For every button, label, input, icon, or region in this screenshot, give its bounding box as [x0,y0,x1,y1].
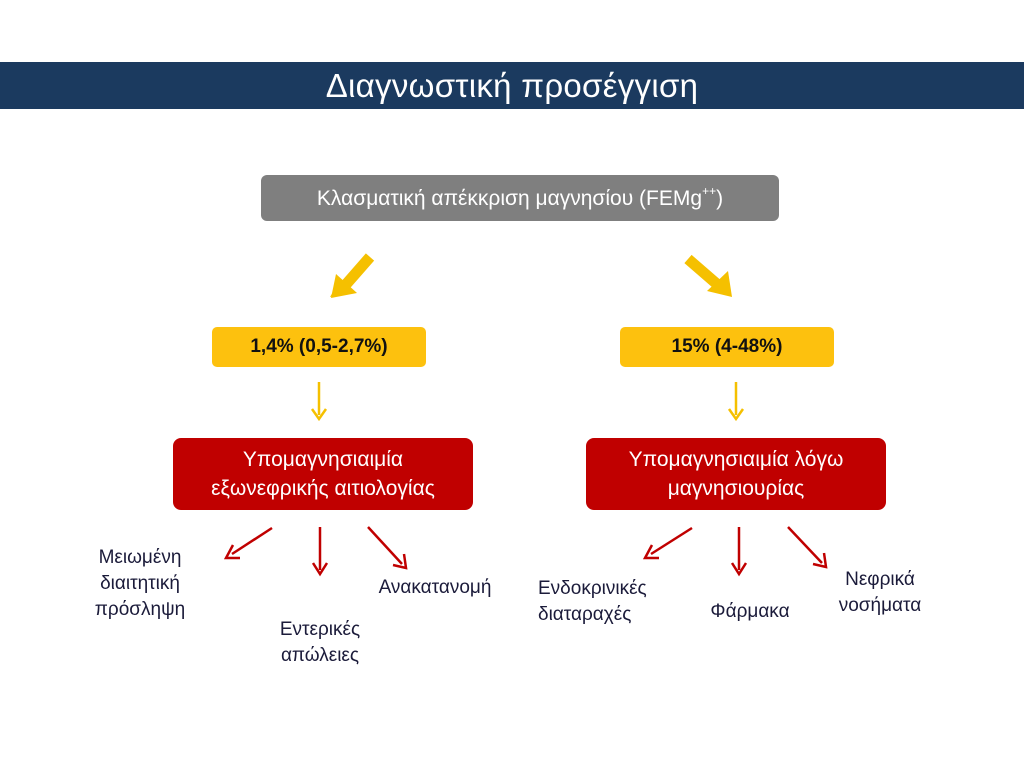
arrow-to-dietary [223,526,273,560]
root-node-label: Κλασματική απέκκριση μαγνησίου (FEMg++) [316,183,724,210]
arrow-value-left-down [310,382,328,422]
value-box-left: 1,4% (0,5-2,7%) [212,327,426,367]
cause-drugs: Φάρμακα [710,601,790,622]
diagnosis-left-line1: Υπομαγνησιαιμία [242,448,404,471]
arrow-root-to-left [330,253,375,298]
arrow-to-drugs [730,527,748,577]
cause-dietary-intake: Μειωμένη διαιτητική πρόσληψη [94,547,186,620]
arrow-value-right-down [727,382,745,422]
arrow-to-intestinal [311,527,329,577]
arrow-to-endocrine [642,526,693,560]
cause-renal-diseases: Νεφρικά νοσήματα [838,569,922,616]
title-bar: Διαγνωστική προσέγγιση [0,62,1024,109]
root-node-femg: Κλασματική απέκκριση μαγνησίου (FEMg++) [261,175,779,221]
arrow-to-renal [787,526,828,569]
diagnosis-right-line2: μαγνησιουρίας [667,477,805,500]
diagnosis-right-line1: Υπομαγνησιαιμία λόγω [628,448,844,471]
cause-redistribution: Ανακατανομή [378,577,492,598]
root-node-superscript: ++ [702,183,717,198]
cause-endocrine-disorders: Ενδοκρινικές διαταραχές [538,578,647,625]
value-left-label: 1,4% (0,5-2,7%) [250,336,388,357]
cause-intestinal-losses: Εντερικές απώλειες [279,619,361,666]
diagnosis-box-extrarenal: Υπομαγνησιαιμία εξωνεφρικής αιτιολογίας [173,438,473,510]
arrow-root-to-right [684,254,732,297]
diagnosis-box-magnesiuria: Υπομαγνησιαιμία λόγω μαγνησιουρίας [586,438,886,510]
value-box-right: 15% (4-48%) [620,327,834,367]
value-right-label: 15% (4-48%) [671,336,783,357]
page-title: Διαγνωστική προσέγγιση [325,66,699,104]
diagnosis-left-line2: εξωνεφρικής αιτιολογίας [211,477,435,500]
arrow-to-redistribution [367,526,408,570]
